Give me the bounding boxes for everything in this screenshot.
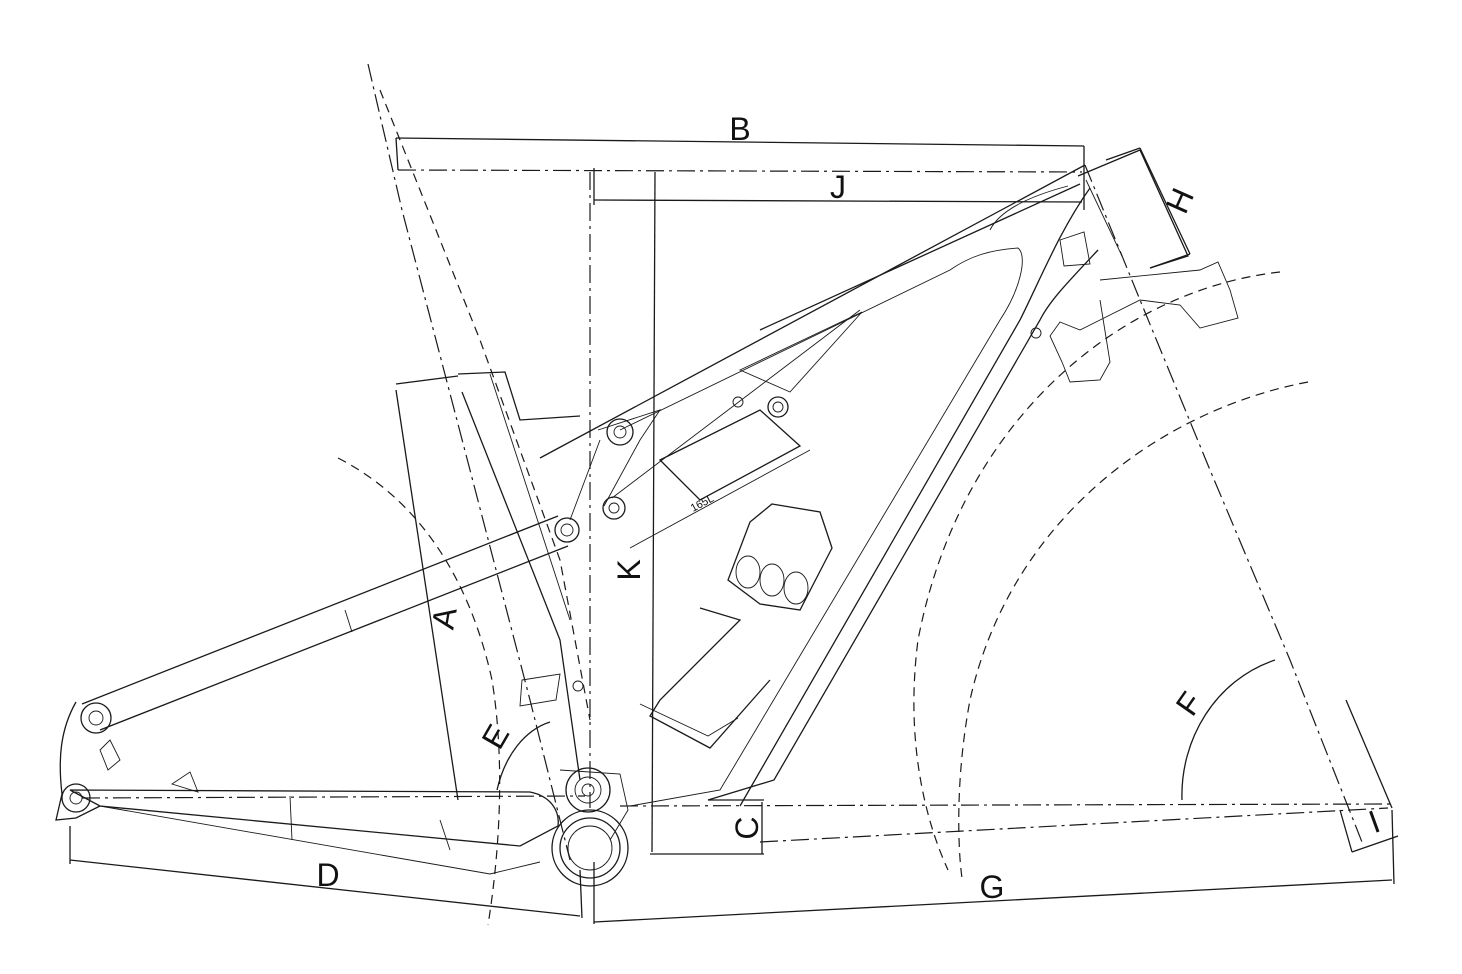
rear-shock: 165L [554, 309, 863, 549]
chain-stay [69, 771, 559, 875]
seat-stay [81, 515, 569, 731]
label-h: H [1159, 183, 1201, 219]
label-e: E [475, 718, 517, 754]
dimension-lines [69, 137, 1399, 924]
label-a: A [425, 604, 464, 632]
dimension-labels: B J H K A E F C D G I [316, 111, 1384, 905]
wheel-arcs [337, 271, 1309, 926]
water-bottle [639, 503, 833, 749]
label-g: G [980, 869, 1005, 905]
label-j: J [830, 169, 846, 205]
shock-size-label: 165L [689, 493, 716, 515]
construction-lines [81, 63, 1391, 861]
rear-dropout [55, 701, 121, 821]
bottom-bracket [519, 673, 629, 887]
label-d: D [316, 857, 339, 893]
label-c: C [729, 816, 765, 839]
front-triangle [457, 149, 1239, 807]
label-f: F [1169, 685, 1210, 722]
label-b: B [729, 111, 750, 147]
label-k: K [611, 559, 647, 580]
